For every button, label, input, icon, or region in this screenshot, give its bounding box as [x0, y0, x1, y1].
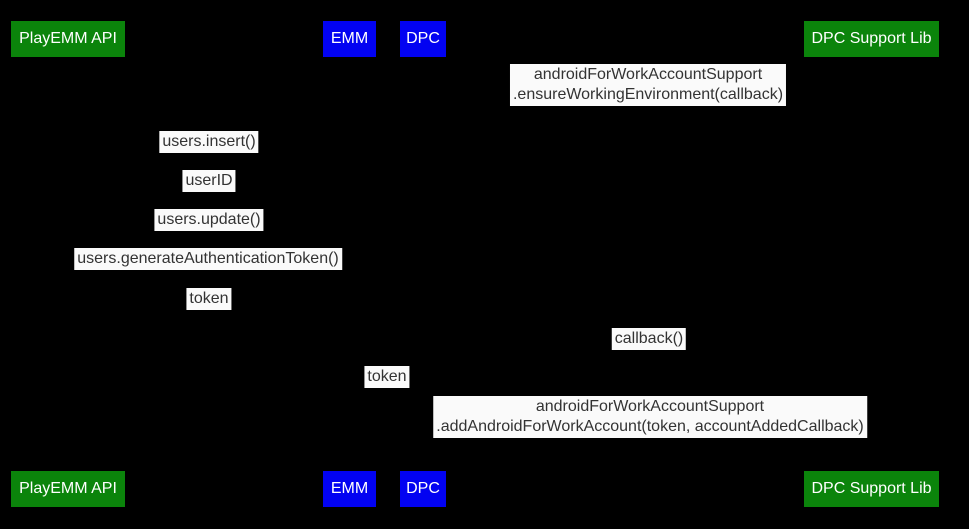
- actor-label: DPC Support Lib: [811, 480, 932, 497]
- actor-label: DPC: [406, 480, 440, 497]
- actor-label: EMM: [330, 30, 369, 47]
- actor-playemm-api-bottom: PlayEMM API: [11, 471, 125, 507]
- lifeline-dpc: [423, 57, 424, 471]
- actor-emm-top: EMM: [323, 21, 376, 57]
- actor-playemm-api-top: PlayEMM API: [11, 21, 125, 57]
- actor-label: DPC: [406, 30, 440, 47]
- lifeline-dpc-support-lib: [871, 57, 872, 471]
- actor-dpc-bottom: DPC: [400, 471, 446, 507]
- message-users-insert: users.insert(): [159, 131, 259, 153]
- actor-dpc-support-lib-top: DPC Support Lib: [804, 21, 939, 57]
- message-line: callback(): [614, 330, 684, 347]
- actor-label: EMM: [330, 480, 369, 497]
- message-line: token: [367, 368, 407, 385]
- message-line: .addAndroidForWorkAccount(token, account…: [436, 418, 864, 435]
- message-line: .ensureWorkingEnvironment(callback): [512, 86, 784, 103]
- message-callback: callback(): [611, 328, 687, 350]
- actor-dpc-support-lib-bottom: DPC Support Lib: [804, 471, 939, 507]
- message-line: users.generateAuthenticationToken(): [77, 250, 339, 267]
- message-line: users.insert(): [162, 133, 256, 150]
- actor-emm-bottom: EMM: [323, 471, 376, 507]
- message-ensure-working-environment: androidForWorkAccountSupport .ensureWork…: [509, 64, 787, 106]
- actor-label: PlayEMM API: [19, 30, 117, 47]
- message-line: androidForWorkAccountSupport: [535, 398, 765, 415]
- message-line: androidForWorkAccountSupport: [533, 66, 763, 83]
- message-add-android-for-work-account: androidForWorkAccountSupport .addAndroid…: [433, 396, 867, 438]
- message-line: userID: [185, 172, 233, 189]
- message-generate-authentication-token: users.generateAuthenticationToken(): [74, 248, 342, 270]
- message-line: users.update(): [157, 211, 261, 228]
- actor-label: PlayEMM API: [19, 480, 117, 497]
- message-line: token: [189, 290, 229, 307]
- lifeline-emm: [349, 57, 350, 471]
- actor-dpc-top: DPC: [400, 21, 446, 57]
- message-token-to-emm: token: [186, 288, 232, 310]
- actor-label: DPC Support Lib: [811, 30, 932, 47]
- lifeline-playemm-api: [68, 57, 69, 471]
- message-token-to-dpc: token: [364, 366, 410, 388]
- message-userid: userID: [182, 170, 236, 192]
- message-users-update: users.update(): [154, 209, 264, 231]
